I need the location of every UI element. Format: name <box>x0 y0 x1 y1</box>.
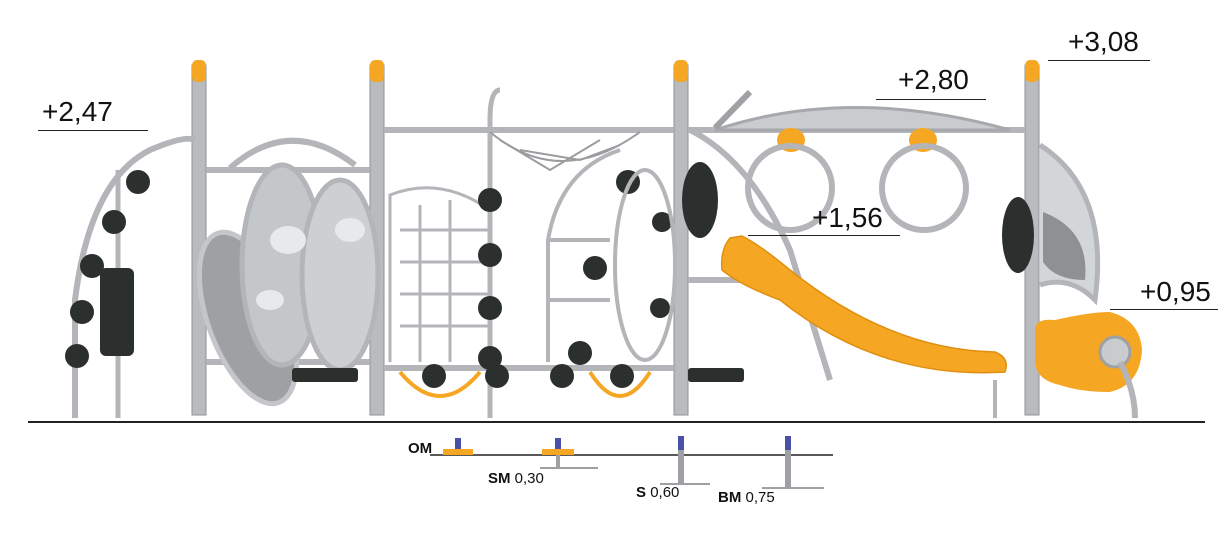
climbing-ball <box>550 364 574 388</box>
climbing-ball <box>568 341 592 365</box>
panel-hole <box>256 290 284 310</box>
foundation-depth-bm: 0,75 <box>745 489 775 506</box>
foundation-depth-sm: 0,30 <box>514 470 544 487</box>
climbing-ball <box>65 344 89 368</box>
height-line-left-tower <box>38 130 148 131</box>
slide <box>720 235 1007 374</box>
height-line-right-roof <box>876 99 986 100</box>
climbing-ball <box>102 210 126 234</box>
dark-panel-right <box>1002 197 1034 273</box>
height-line-tube-exit <box>1110 309 1218 310</box>
foundation-label-bm: BM 0,75 <box>718 490 775 505</box>
tube-support <box>1117 360 1138 419</box>
foundation-bm <box>762 436 824 489</box>
climbing-ball <box>422 364 446 388</box>
roof-canopy <box>714 106 1011 132</box>
height-label-right-roof: +2,80 <box>898 64 969 95</box>
ladder-oval <box>613 168 677 362</box>
height-label-tube-exit: +0,95 <box>1140 276 1211 307</box>
right-panel <box>1043 212 1086 280</box>
foundation-s <box>660 436 710 485</box>
climbing-ball <box>80 254 104 278</box>
climbing-ball <box>478 346 502 370</box>
climbing-ball <box>478 296 502 320</box>
post-cap-2 <box>370 60 384 82</box>
climbing-ball <box>478 188 502 212</box>
height-label-slide: +1,56 <box>812 202 883 233</box>
left-panels <box>196 162 381 407</box>
height-line-right-tower <box>1048 60 1150 61</box>
post-cap-3 <box>674 60 688 82</box>
gym-ring-1 <box>745 143 835 233</box>
seats <box>292 368 744 382</box>
climbing-ball <box>478 243 502 267</box>
foundation-code-bm: BM <box>718 489 742 506</box>
seat-right <box>688 368 744 382</box>
post-cap-1 <box>192 60 206 82</box>
left-top-arch <box>228 137 357 171</box>
net-climber <box>388 186 491 362</box>
climbing-ball <box>126 170 150 194</box>
foundation-sm <box>540 438 598 469</box>
diagonal-pole <box>688 127 833 381</box>
spring-supports <box>398 370 652 398</box>
foundation-label-om: OM <box>408 440 433 457</box>
panel-hole <box>335 218 365 242</box>
tube-slide-exit <box>1035 312 1142 392</box>
foundation-code-sm: SM <box>488 470 511 487</box>
gym-rings <box>745 143 969 233</box>
foundation-code-s: S <box>636 484 647 501</box>
gym-ring-2 <box>879 143 969 233</box>
tube-opening <box>1098 335 1132 369</box>
height-line-slide <box>748 235 900 236</box>
climbing-ball <box>610 364 634 388</box>
climbing-ball <box>485 364 509 388</box>
roof-antenna <box>712 89 753 131</box>
foundation-om <box>443 438 473 455</box>
middle-climbing-balls <box>422 170 672 388</box>
height-label-right-tower: +3,08 <box>1068 26 1139 57</box>
foundation-label-s: S 0,60 <box>636 485 679 500</box>
rope-web <box>489 131 641 172</box>
post-3 <box>673 64 689 416</box>
left-climbing-pad <box>100 268 134 356</box>
foundation-depth-s: 0,60 <box>650 484 680 501</box>
post-1 <box>191 64 207 416</box>
middle-arch-pole <box>487 87 501 418</box>
height-label-left-tower: +2,47 <box>42 96 113 127</box>
middle-arches <box>546 148 677 362</box>
climbing-ball <box>650 298 670 318</box>
left-climbing-balls <box>65 170 150 368</box>
dark-panel-middle <box>682 162 718 238</box>
net-frame <box>388 186 491 362</box>
foundation-label-sm: SM 0,30 <box>488 471 544 486</box>
climbing-ball <box>652 212 672 232</box>
climbing-ball <box>70 300 94 324</box>
panel-hole <box>270 226 306 254</box>
post-caps <box>192 60 1039 82</box>
post-cap-4 <box>1025 60 1039 82</box>
seat-left <box>292 368 358 382</box>
climbing-ball <box>583 256 607 280</box>
panel-oval-3 <box>299 177 381 373</box>
